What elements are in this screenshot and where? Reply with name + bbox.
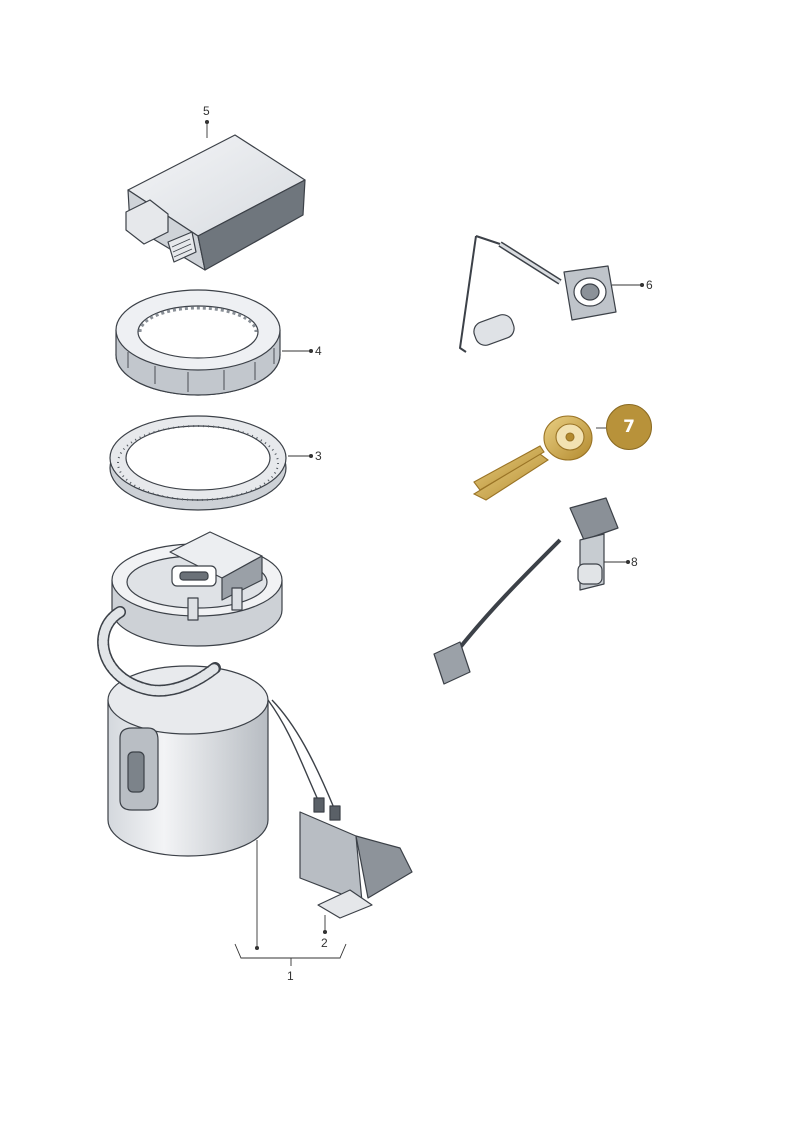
callout-3: 3 [315, 449, 322, 463]
callout-5: 5 [203, 104, 210, 118]
seal-ring [109, 415, 287, 511]
fuel-pump-unit [97, 531, 341, 857]
highlighted-sensor [472, 415, 593, 501]
lock-ring [115, 289, 281, 396]
sensor-harness [433, 497, 619, 685]
callout-4: 4 [315, 344, 322, 358]
fuel-level-sender [459, 235, 617, 353]
callout-7-badge[interactable]: 7 [606, 404, 652, 450]
leader-lines [204, 119, 645, 966]
callout-6: 6 [646, 278, 653, 292]
callout-2: 2 [321, 936, 328, 950]
control-module [125, 134, 306, 271]
callout-8: 8 [631, 555, 638, 569]
callout-1: 1 [287, 969, 294, 983]
pump-bracket [299, 811, 413, 919]
